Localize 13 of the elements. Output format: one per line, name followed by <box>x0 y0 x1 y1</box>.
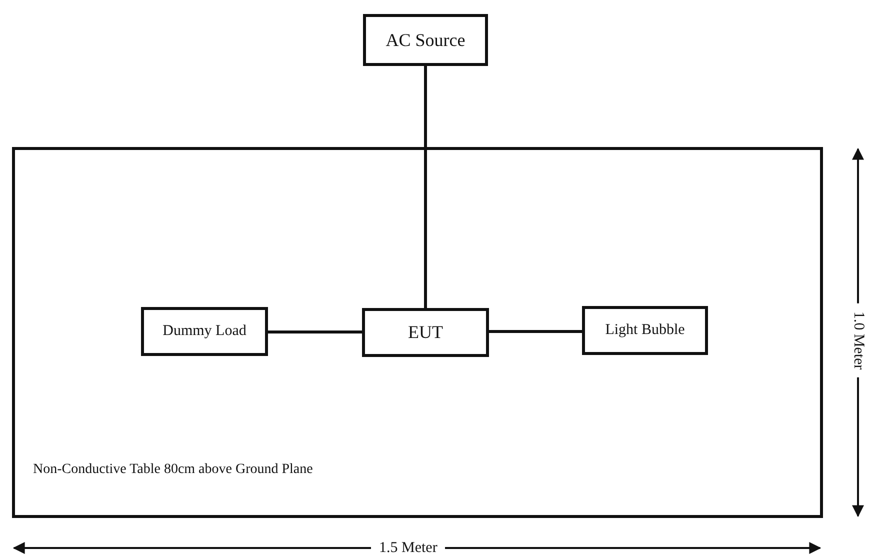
node-label: EUT <box>408 322 443 343</box>
connector-line <box>489 330 582 333</box>
lamp-box <box>582 306 708 355</box>
node-label: Light Bubble <box>605 322 685 339</box>
node-label: Dummy Load <box>162 323 246 340</box>
device-box <box>362 308 489 357</box>
source-box <box>363 14 488 66</box>
connector-line <box>268 330 362 334</box>
connector-line <box>424 66 427 308</box>
table-note: Non-Conductive Table 80cm above Ground Plane <box>33 461 314 479</box>
load-box <box>141 307 268 356</box>
node-label: AC Source <box>386 30 466 50</box>
table-area <box>12 147 823 518</box>
